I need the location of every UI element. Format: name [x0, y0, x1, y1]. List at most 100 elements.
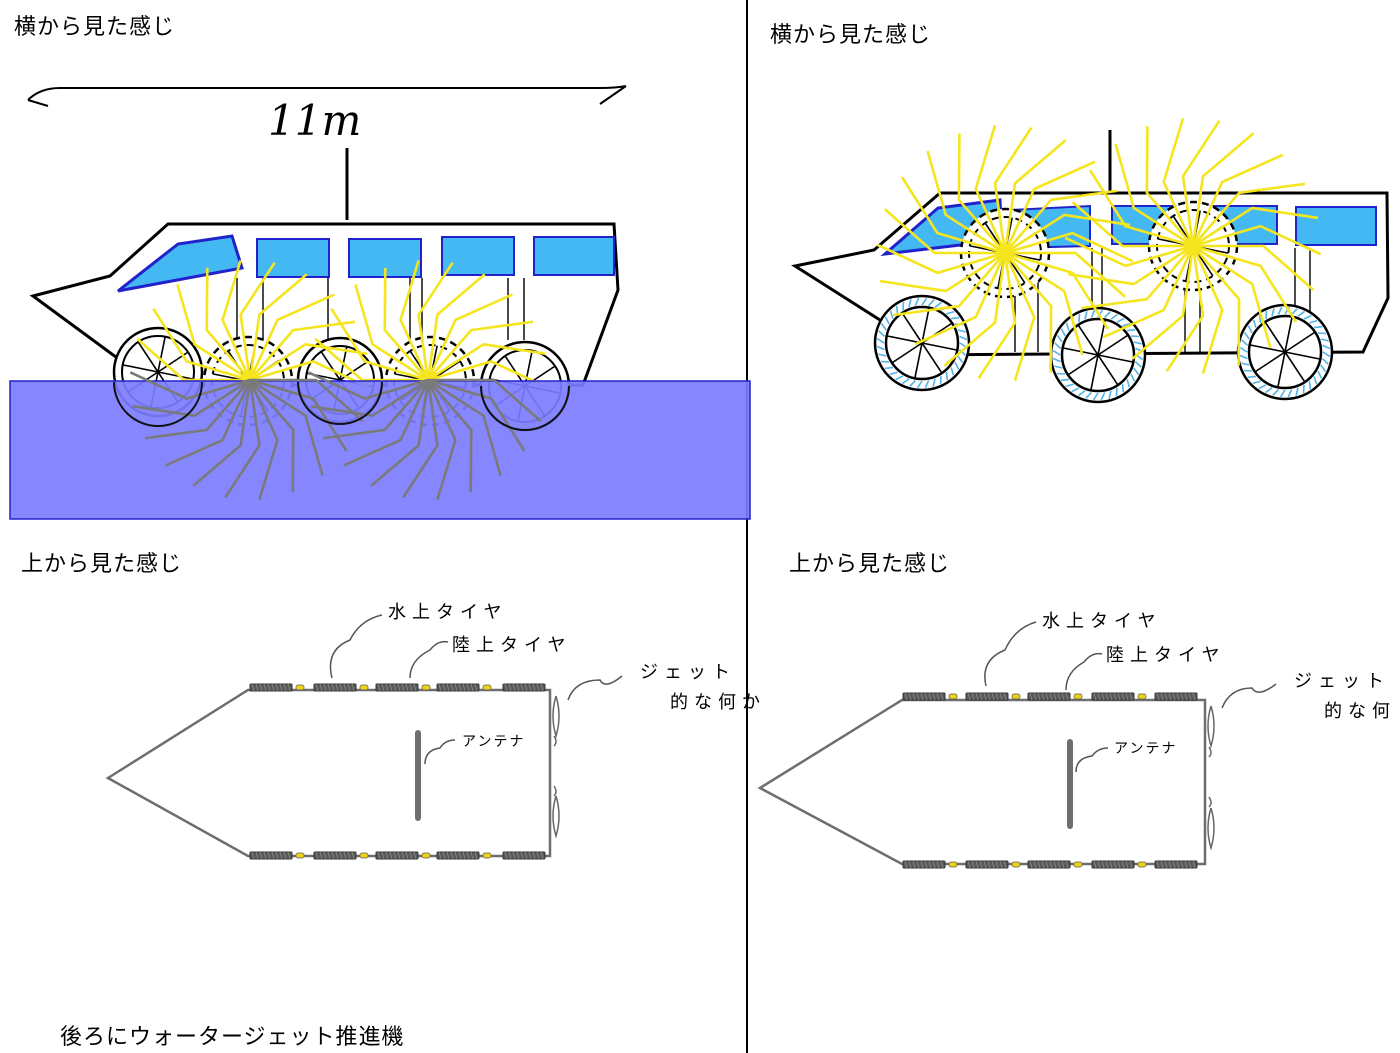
tire-tread [377, 851, 381, 860]
tire-tread [1101, 692, 1105, 701]
tire-tread [524, 851, 528, 860]
label-water-tire: 水上タイヤ [388, 602, 508, 623]
label-jet-line1: ジェット [1294, 671, 1390, 692]
submerged-tire [297, 381, 383, 425]
tire-tread [1320, 338, 1329, 342]
tire-tread [454, 683, 458, 692]
paddle-blade [1192, 206, 1319, 248]
paddle-blade [176, 284, 251, 382]
tire-tread [1192, 692, 1196, 701]
tire-tread [979, 692, 983, 701]
tire-tread [409, 851, 413, 860]
tire-tread [536, 683, 540, 692]
tire-tread [971, 692, 975, 701]
tire-tread [1104, 311, 1111, 319]
tire-tread [884, 366, 893, 370]
tire-tread [512, 683, 516, 692]
tire-tread [1117, 860, 1121, 869]
tire-tread [932, 860, 936, 869]
paddle-blade [1114, 143, 1194, 248]
tire-tread [259, 851, 263, 860]
paddle-blade [383, 267, 429, 381]
tire-tread [283, 683, 287, 692]
tire-tread [1045, 860, 1049, 869]
tire-tread [1101, 860, 1105, 869]
paddle-blade [1191, 153, 1284, 247]
paddle-blade [152, 308, 251, 382]
tire-tread [450, 683, 454, 692]
tire-tread [908, 860, 912, 869]
wheel-spoke [1284, 351, 1306, 383]
tire-tread [1060, 378, 1069, 382]
submerged-paddle-blade [322, 379, 429, 440]
tire-tread [343, 851, 347, 860]
tire-tread [959, 335, 968, 341]
paddle-blade [1192, 244, 1272, 349]
paddle-blade [1192, 224, 1322, 256]
paddle-stub [1073, 693, 1083, 700]
paddle-blade [1192, 244, 1298, 323]
submerged-paddle-blade [307, 371, 429, 400]
tire-tread [512, 851, 516, 860]
tire-tread [263, 851, 267, 860]
wheel-spoke [122, 364, 159, 373]
tire-tread [928, 299, 935, 307]
tire-tread [1247, 375, 1256, 379]
submerged-paddle-blade [310, 378, 429, 417]
tire-tread [1061, 692, 1065, 701]
side-window [441, 236, 515, 276]
tire-tread [1057, 860, 1061, 869]
tire-tread [1164, 692, 1168, 701]
tire-tread [389, 683, 393, 692]
paddle-blade [1003, 252, 1036, 381]
paddle-stub [1137, 693, 1147, 700]
tire-tread [1130, 335, 1140, 338]
tire-tread [1105, 692, 1109, 701]
wheel-spoke [1284, 351, 1321, 360]
submerged-wheel-parts [113, 371, 570, 501]
wheel-spoke [1097, 354, 1119, 386]
tire-tread [508, 683, 512, 692]
tire-tread [939, 375, 942, 385]
wheel-spoke [1284, 331, 1316, 353]
tire-tread [271, 851, 275, 860]
tire-tread [287, 683, 291, 692]
paddle-blade [1191, 132, 1255, 247]
length-label: 11m [268, 96, 361, 145]
submerged-paddle-blade [249, 379, 295, 493]
submerged-paddle-blade [249, 378, 324, 476]
tire-tread [880, 323, 887, 331]
side-window [1295, 206, 1377, 246]
tire-tread [1109, 860, 1113, 869]
tire-tread [1125, 692, 1129, 701]
tire-tread [1057, 692, 1061, 701]
leader-line [1075, 747, 1109, 773]
paddle-blade [426, 273, 486, 381]
tire-tread [1134, 361, 1142, 368]
tire-tread [1252, 380, 1261, 385]
submerged-paddle-blade [427, 378, 502, 476]
tire-tread [1252, 319, 1257, 328]
submerged-tire [113, 381, 203, 427]
wheel-spoke [1097, 354, 1134, 363]
tire-tread [335, 851, 339, 860]
tire-tread [928, 860, 932, 869]
caption-side-view-left: 横から見た感じ [14, 15, 176, 40]
submerged-paddle-blade [343, 379, 430, 467]
tire-tread [1092, 392, 1099, 401]
tire-tread [1033, 692, 1037, 701]
caption-top-view-right: 上から見た感じ [789, 552, 951, 577]
tire-tread [1056, 372, 1066, 375]
wheel-spoke [1254, 351, 1286, 373]
tire-tread [474, 683, 478, 692]
paddle-blade [879, 251, 1006, 293]
tire-tread [924, 380, 930, 389]
paddle-blade [1004, 213, 1131, 255]
submerged-paddle-blade [370, 379, 430, 487]
tire-tread [912, 692, 916, 701]
wheel-spoke [901, 312, 923, 344]
tire-tread [462, 683, 466, 692]
tire-tread [878, 330, 886, 337]
tire-tread [908, 299, 912, 308]
tire-tread [1052, 357, 1061, 363]
